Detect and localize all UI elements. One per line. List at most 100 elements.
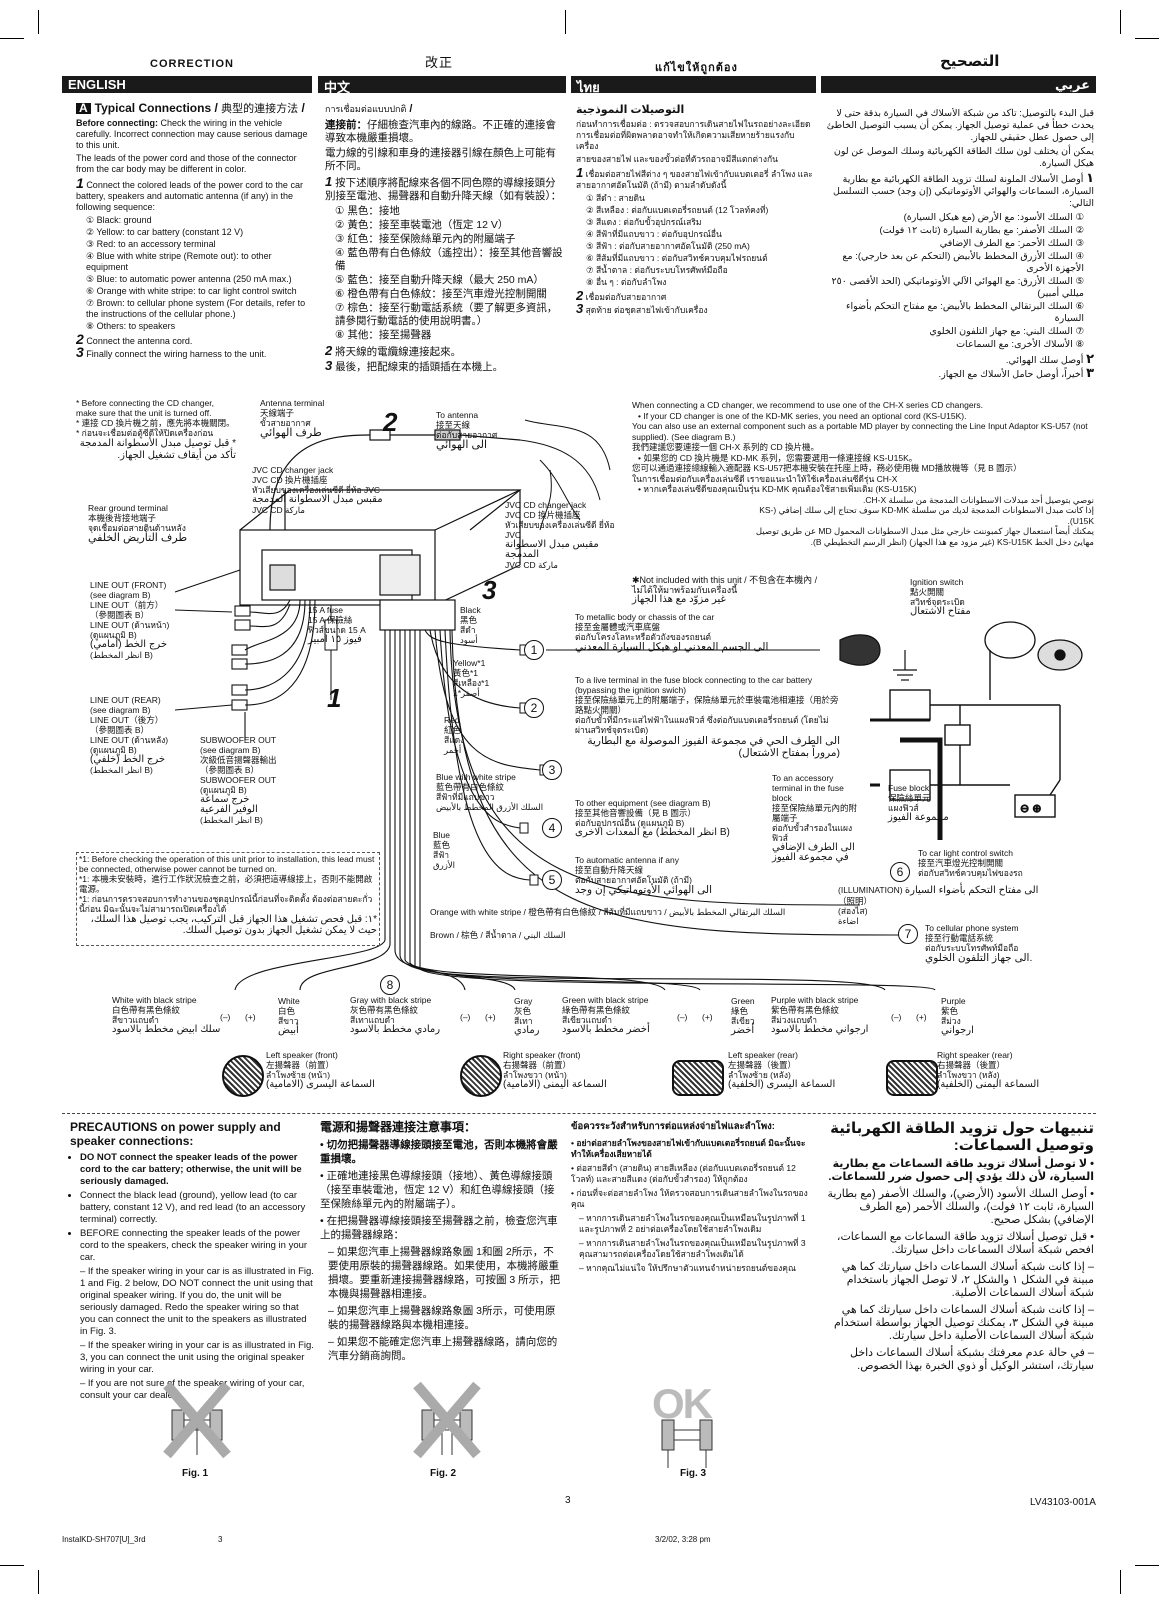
crop-mark — [565, 10, 566, 34]
lead-item: ③ Red: to an accessory terminal — [86, 239, 216, 249]
step-2-ar: ٢ أوصل سلك الهوائي. — [1005, 351, 1094, 366]
battery-symbol: ⊖ ⊕ — [1020, 803, 1043, 816]
wire-brown-label: Brown / 棕色 / สีน้ำตาล / السلك البني — [430, 930, 566, 940]
speaker-pos-label-2: Right speaker (front)右揚聲器（前置）ลำโพงขวา (ห… — [503, 1050, 607, 1090]
before-connecting-zh: 連接前：仔細檢查汽車內的線路。不正確的連接會導致本機嚴重損壞。 — [325, 119, 556, 144]
lead-circle-5: 5 — [542, 870, 562, 890]
lead-item: ⑧ อื่น ๆ : ต่อกับลำโพง — [586, 277, 667, 287]
polarity-plus: (+) — [245, 1012, 256, 1022]
harness-wires — [384, 629, 901, 969]
cd-changer-cables — [519, 419, 611, 531]
section-divider — [62, 1113, 1096, 1115]
speaker-icon — [222, 1055, 264, 1097]
diagram-step-3: 3 — [482, 575, 497, 605]
step-3-th: 3 สุดท้าย ต่อชุดสายไฟเข้ากับเครื่อง — [576, 301, 708, 316]
correction-zh: 改正 — [425, 55, 454, 70]
lead-item: ⑦ 棕色：接至行動電話系統（要了解更多資訊，請參閱行動電話的使用說明書。） — [335, 302, 558, 327]
diagram-step-1: 1 — [327, 683, 342, 713]
fig-1-caption: Fig. 1 — [182, 1468, 209, 1479]
polarity-minus: (–) — [891, 1012, 902, 1022]
fig-3-correct-wiring — [661, 1419, 713, 1468]
lead-item: ③ สีแดง : ต่อกับขั้วอุปกรณ์เสริม — [586, 217, 702, 227]
correction-en: CORRECTION — [150, 58, 234, 70]
cd-note-en: * Before connecting the CD changer, make… — [76, 398, 214, 418]
antenna-cable — [269, 429, 521, 531]
lead-item: ⑧ 其他：接至揚聲器 — [335, 329, 432, 341]
lead-circle-8: 8 — [380, 975, 400, 995]
lead-item: ⑦ Brown: to cellular phone system (For d… — [86, 298, 306, 319]
polarity-minus: (–) — [677, 1012, 688, 1022]
svg-text:⊖ ⊕: ⊖ ⊕ — [1020, 803, 1042, 815]
ground-symbol — [839, 634, 917, 681]
lead-list: ① Black: ground ② Yellow: to car battery… — [86, 215, 316, 332]
ignition-key — [984, 621, 1083, 671]
crop-mark — [1120, 10, 1121, 34]
crop-mark — [1135, 1565, 1159, 1566]
chinese-column: การเชื่อมต่อแบบปกติ / 連接前：仔細檢查汽車內的線路。不正確… — [325, 103, 563, 393]
wiring-diagram: ⊖ ⊕ — [174, 419, 1083, 991]
fuse-block-circuit — [870, 650, 1061, 840]
crop-mark — [38, 1570, 39, 1594]
fig-2-wrong-wiring — [413, 1381, 481, 1459]
step-2: 2 Connect the antenna cord. — [76, 331, 193, 347]
line-out-front-label: LINE OUT (FRONT)(see diagram B)LINE OUT（… — [90, 580, 170, 660]
step-1-th: 1 เชื่อมต่อสายไฟสีต่าง ๆ ของสายไฟเข้ากับ… — [576, 165, 813, 190]
crop-mark — [1135, 38, 1159, 39]
step-3-zh: 3 最後，把配線束的插頭插在本機上。 — [325, 358, 504, 373]
illumination-label: (ILLUMINATION) الى مفتاح التحكم بأضواء ا… — [838, 885, 1039, 926]
before-connecting-th: ก่อนทำการเชื่อมต่อ : ตรวจสอบการเดินสายไฟ… — [576, 119, 811, 151]
note-1-text: *1: Before checking the operation of thi… — [79, 854, 377, 936]
lead-item: ③ السلك الأحمر: مع الطرف الإضافي — [939, 238, 1084, 249]
correction-ar: التصحيح — [940, 53, 1000, 70]
speaker-wires — [234, 939, 936, 991]
lead-circle-2: 2 — [524, 698, 544, 718]
lead-item: ① 黑色：接地 — [335, 205, 400, 217]
diagram-step-2: 2 — [383, 407, 398, 437]
lead-item: ⑤ สีฟ้า : ต่อกับสายอากาศอัตโนมัติ (250 m… — [586, 241, 750, 251]
line-out-cables — [174, 569, 316, 740]
lead-circle-3: 3 — [542, 760, 562, 780]
leads-note: The leads of the power cord and those of… — [76, 153, 297, 174]
step-3: 3 Finally connect the wiring harness to … — [76, 344, 267, 360]
crop-mark — [38, 10, 39, 34]
lead-item: ⑥ สีส้มที่มีแถบขาว : ต่อกับสวิทช์ควบคุมไ… — [586, 253, 768, 263]
title-zh: 典型的連接方法 — [221, 103, 299, 115]
other-equipment-label: To other equipment (see diagram B)接至其他音響… — [575, 798, 730, 838]
lang-bar-english: ENGLISH — [62, 76, 312, 93]
lead-item: ⑤ السلك الأزرق: مع الهوائي الآلي الأوتوم… — [831, 276, 1084, 299]
accessory-terminal-label: To an accessory terminal in the fuse blo… — [772, 773, 858, 863]
cd-box-en2: • If your CD changer is one of the KD-MK… — [638, 410, 967, 421]
title-th: การเชื่อมต่อแบบปกติ — [325, 104, 407, 114]
cd-note-ar: * قبل توصيل مبدل الأسطوانة المدمجة تأكد … — [79, 438, 236, 461]
polarity-plus: (+) — [485, 1012, 496, 1022]
lang-bar-thai: ไทย — [571, 76, 816, 95]
polarity-plus: (+) — [702, 1012, 713, 1022]
lead-item: ⑥ السلك البرتقالي المخطط بالأبيض: مع مفت… — [846, 301, 1084, 324]
cd-box-en3: You can also use an external component s… — [632, 421, 1088, 442]
lang-bar-arabic: عربي — [821, 76, 1096, 93]
step-1-ar: ١ أوصل الأسلاك الملونة لسلك تزويد الطاقة… — [833, 170, 1094, 209]
head-unit — [239, 489, 522, 606]
cd-changer-box: When connecting a CD changer, we recomme… — [632, 400, 1094, 570]
cd-box-ar1: نوصي بتوصيل أحد مبدلات الاسطوانات المدمج… — [862, 494, 1094, 505]
polarity-plus: (+) — [916, 1012, 927, 1022]
lead-circle-7: 7 — [898, 924, 918, 944]
speaker-icon — [886, 1060, 938, 1096]
lead-item: ④ Blue with white stripe (Remote out): t… — [86, 251, 272, 272]
fig-2-caption: Fig. 2 — [430, 1468, 457, 1479]
file-name: InstalKD-SH707[U]_3rd — [62, 1535, 146, 1544]
